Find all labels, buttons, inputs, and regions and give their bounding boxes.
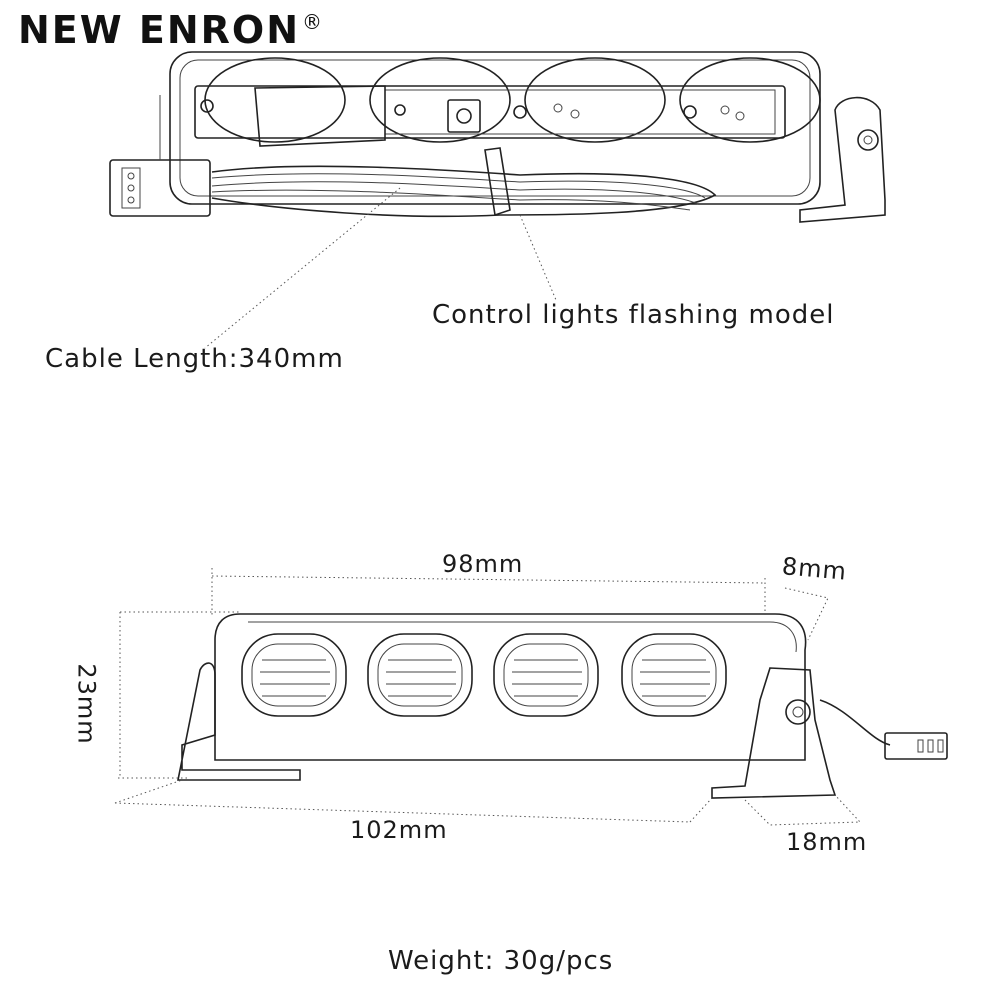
width-outer-dim: 102mm xyxy=(350,816,448,844)
light-bar-back-view xyxy=(109,51,886,223)
brand-name: NEW ENRON xyxy=(18,8,301,52)
registered-mark: ® xyxy=(302,10,325,34)
light-bar-front-view xyxy=(177,613,948,799)
led-pod-3 xyxy=(493,633,599,717)
weight-label: Weight: 30g/pcs xyxy=(388,946,614,976)
height-dim: 23mm xyxy=(72,663,101,745)
cable-length-callout: Cable Length:340mm xyxy=(45,344,344,374)
base-dim: 18mm xyxy=(786,828,868,856)
width-inner-dim: 98mm xyxy=(442,550,524,578)
control-callout: Control lights flashing model xyxy=(432,300,835,330)
brand-logo: NEW ENRON® xyxy=(18,8,324,52)
led-pod-1 xyxy=(241,633,347,717)
led-pod-2 xyxy=(367,633,473,717)
depth-dim: 8mm xyxy=(780,552,849,586)
led-pod-4 xyxy=(621,633,727,717)
